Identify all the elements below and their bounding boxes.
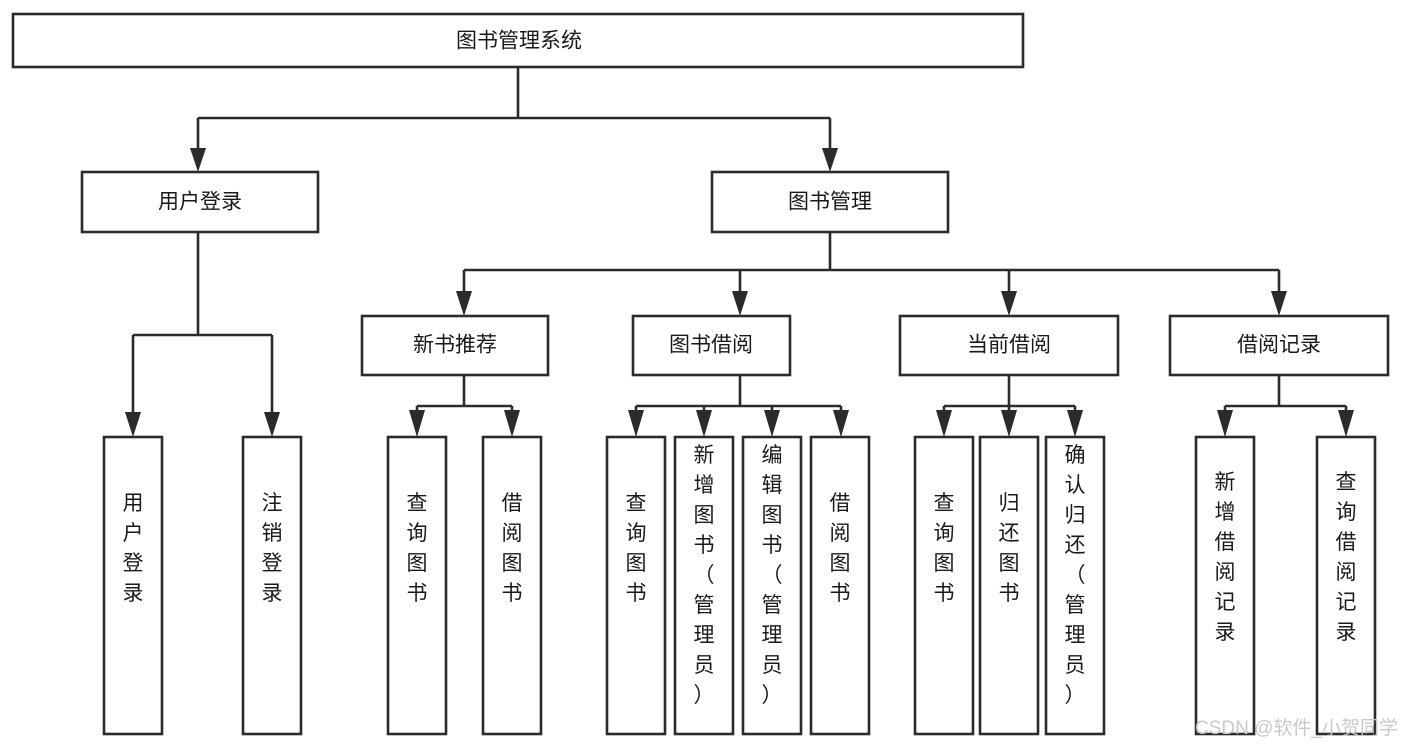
leaf-query-book-2[interactable]: 查询图书 [605, 435, 667, 736]
arrow-leaf-add-book [696, 410, 712, 437]
leaf-user-logout-box[interactable] [241, 435, 303, 736]
leaf-query-book-3[interactable]: 查询图书 [913, 435, 975, 736]
leaf-borrow-book-2-box[interactable] [809, 435, 871, 736]
leaf-user-login-label: 用户登录 [123, 492, 144, 605]
leaf-edit-book-label: 编辑图书（管理员） [762, 444, 783, 707]
arrow-leaf-confirm-return [1067, 410, 1083, 437]
leaf-return-book-box[interactable] [978, 435, 1040, 736]
root-box[interactable] [11, 12, 1025, 69]
book-manage-label: 图书管理 [788, 191, 872, 214]
new-book-recommend-label: 新书推荐 [413, 334, 497, 357]
arrow-leaf-query-book-3 [936, 410, 952, 437]
arrow-leaf-borrow-book-2 [833, 410, 849, 437]
arrow-leaf-user-logout [264, 412, 280, 437]
leaf-query-book-2-box[interactable] [605, 435, 667, 736]
leaf-return-book-label: 归还图书 [999, 492, 1020, 605]
arrow-leaf-user-login [125, 412, 141, 437]
arrow-leaf-borrow-book-1 [504, 410, 520, 437]
leaf-add-book-box[interactable] [673, 435, 735, 736]
node-current-borrow[interactable]: 当前借阅 [898, 314, 1120, 377]
leaf-borrow-book-1[interactable]: 借阅图书 [481, 435, 543, 736]
book-borrow-box[interactable] [631, 314, 792, 377]
current-borrow-box[interactable] [898, 314, 1120, 377]
node-root[interactable]: 图书管理系统 [11, 12, 1025, 69]
leaf-borrow-book-1-box[interactable] [481, 435, 543, 736]
node-user-login[interactable]: 用户登录 [80, 170, 320, 234]
user-login-box[interactable] [80, 170, 320, 234]
csdn-watermark: CSDN @软件_小贺同学 [1195, 717, 1398, 739]
leaf-add-book[interactable]: 新增图书（管理员） [673, 435, 735, 736]
arrow-leaf-add-record [1217, 410, 1233, 437]
arrow-book-borrow [732, 291, 748, 316]
leaf-query-book-1-box[interactable] [386, 435, 448, 736]
edges-layer [125, 67, 1354, 437]
node-new-book-recommend[interactable]: 新书推荐 [360, 314, 550, 377]
leaf-query-book-2-label: 查询图书 [626, 492, 647, 605]
leaf-add-record-label: 新增借阅记录 [1215, 471, 1236, 644]
leaf-borrow-book-2-label: 借阅图书 [830, 492, 851, 605]
node-borrow-record[interactable]: 借阅记录 [1168, 314, 1390, 377]
new-book-recommend-box[interactable] [360, 314, 550, 377]
leaf-edit-book-box[interactable] [741, 435, 803, 736]
leaf-edit-book[interactable]: 编辑图书（管理员） [741, 435, 803, 736]
book-borrow-label: 图书借阅 [669, 334, 753, 357]
leaf-query-record[interactable]: 查询借阅记录 [1315, 435, 1377, 736]
user-login-label: 用户登录 [158, 191, 242, 214]
leaf-borrow-book-2[interactable]: 借阅图书 [809, 435, 871, 736]
arrow-book-manage [822, 148, 838, 172]
borrow-record-box[interactable] [1168, 314, 1390, 377]
node-book-manage[interactable]: 图书管理 [710, 170, 950, 234]
borrow-record-label: 借阅记录 [1237, 334, 1321, 357]
arrow-new-book-recommend [456, 291, 472, 316]
arrow-user-login [190, 148, 206, 172]
leaf-confirm-return-box[interactable] [1044, 435, 1106, 736]
leaf-add-record-box[interactable] [1194, 435, 1256, 736]
arrow-leaf-query-book-1 [409, 410, 425, 437]
arrow-current-borrow [1001, 291, 1017, 316]
leaf-query-book-1-label: 查询图书 [407, 492, 428, 605]
current-borrow-label: 当前借阅 [967, 334, 1051, 357]
leaf-query-record-label: 查询借阅记录 [1336, 471, 1357, 644]
arrow-leaf-query-book-2 [628, 410, 644, 437]
leaf-user-logout[interactable]: 注销登录 [241, 435, 303, 736]
leaf-user-logout-label: 注销登录 [262, 492, 283, 605]
leaf-add-record[interactable]: 新增借阅记录 [1194, 435, 1256, 736]
arrow-leaf-query-record [1338, 410, 1354, 437]
leaf-confirm-return-label: 确认归还（管理员） [1065, 444, 1086, 707]
arrow-borrow-record [1271, 291, 1287, 316]
root-label: 图书管理系统 [456, 30, 582, 53]
leaf-user-login-box[interactable] [102, 435, 164, 736]
book-manage-box[interactable] [710, 170, 950, 234]
leaf-borrow-book-1-label: 借阅图书 [502, 492, 523, 605]
leaf-user-login[interactable]: 用户登录 [102, 435, 164, 736]
leaf-confirm-return[interactable]: 确认归还（管理员） [1044, 435, 1106, 736]
arrow-leaf-edit-book [764, 410, 780, 437]
arrow-leaf-return-book [1001, 410, 1017, 437]
leaf-return-book[interactable]: 归还图书 [978, 435, 1040, 736]
leaf-query-book-3-label: 查询图书 [934, 492, 955, 605]
leaf-query-book-1[interactable]: 查询图书 [386, 435, 448, 736]
node-book-borrow[interactable]: 图书借阅 [631, 314, 792, 377]
leaf-query-record-box[interactable] [1315, 435, 1377, 736]
leaf-query-book-3-box[interactable] [913, 435, 975, 736]
leaf-add-book-label: 新增图书（管理员） [694, 444, 715, 707]
